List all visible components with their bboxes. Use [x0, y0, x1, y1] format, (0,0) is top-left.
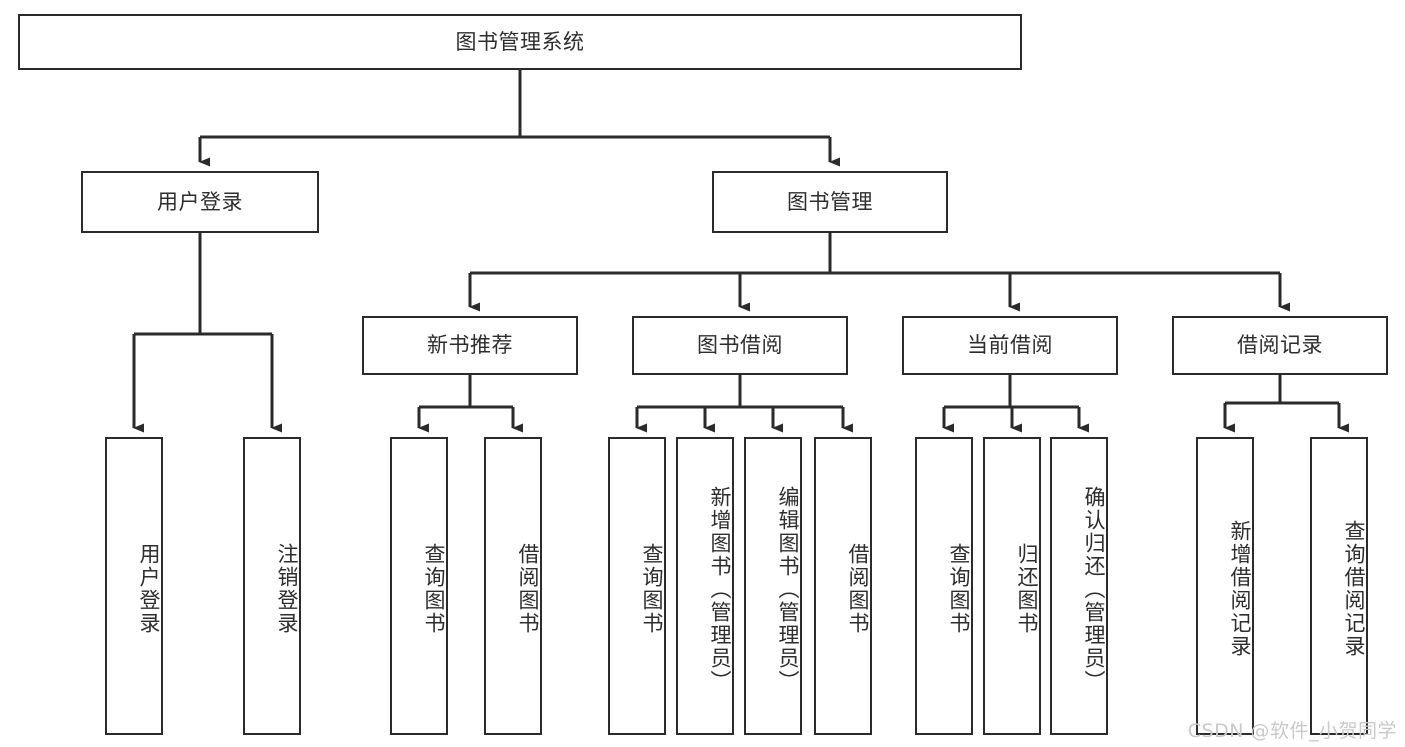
node-user-login-label: 用户登录: [157, 189, 243, 214]
node-leaf-borrow-book-1-label: 借阅图书: [516, 543, 540, 635]
node-new-book-rec[interactable]: 新书推荐: [362, 316, 578, 375]
node-book-manage-label: 图书管理: [787, 189, 873, 214]
node-leaf-user-login-label: 用户登录: [137, 543, 161, 635]
node-leaf-confirm-return[interactable]: 确认归还（管理员）: [1050, 437, 1108, 735]
node-leaf-query-record[interactable]: 查询借阅记录: [1310, 437, 1368, 735]
node-leaf-edit-book-label: 编辑图书（管理员）: [776, 485, 800, 693]
node-root-label: 图书管理系统: [455, 29, 585, 54]
node-leaf-add-record-label: 新增借阅记录: [1228, 520, 1252, 658]
node-book-borrow-label: 图书借阅: [697, 333, 783, 358]
node-new-book-rec-label: 新书推荐: [427, 333, 513, 358]
node-book-borrow[interactable]: 图书借阅: [632, 316, 848, 375]
node-leaf-add-book[interactable]: 新增图书（管理员）: [676, 437, 734, 735]
node-leaf-user-login[interactable]: 用户登录: [105, 437, 163, 735]
node-leaf-borrow-book-1[interactable]: 借阅图书: [484, 437, 542, 735]
node-leaf-query-book-1-label: 查询图书: [422, 543, 446, 635]
node-current-borrow[interactable]: 当前借阅: [902, 316, 1118, 375]
node-leaf-query-book-2-label: 查询图书: [640, 543, 664, 635]
node-leaf-borrow-book-2[interactable]: 借阅图书: [814, 437, 872, 735]
node-current-borrow-label: 当前借阅: [967, 333, 1053, 358]
node-leaf-add-book-label: 新增图书（管理员）: [708, 485, 732, 693]
node-borrow-record[interactable]: 借阅记录: [1172, 316, 1388, 375]
node-leaf-query-book-3-label: 查询图书: [947, 543, 971, 635]
node-leaf-edit-book[interactable]: 编辑图书（管理员）: [744, 437, 802, 735]
node-leaf-add-record[interactable]: 新增借阅记录: [1196, 437, 1254, 735]
node-leaf-query-book-1[interactable]: 查询图书: [390, 437, 448, 735]
node-leaf-confirm-return-label: 确认归还（管理员）: [1082, 485, 1106, 693]
watermark: CSDN @软件_小贺同学: [1187, 720, 1397, 742]
node-root[interactable]: 图书管理系统: [18, 14, 1022, 70]
node-leaf-return-book-label: 归还图书: [1015, 543, 1039, 635]
node-borrow-record-label: 借阅记录: [1237, 333, 1323, 358]
node-leaf-logout-label: 注销登录: [275, 543, 299, 635]
node-leaf-query-book-3[interactable]: 查询图书: [915, 437, 973, 735]
node-leaf-query-book-2[interactable]: 查询图书: [608, 437, 666, 735]
node-leaf-logout[interactable]: 注销登录: [243, 437, 301, 735]
node-leaf-return-book[interactable]: 归还图书: [983, 437, 1041, 735]
node-leaf-borrow-book-2-label: 借阅图书: [846, 543, 870, 635]
node-user-login[interactable]: 用户登录: [81, 171, 319, 233]
node-leaf-query-record-label: 查询借阅记录: [1342, 520, 1366, 658]
node-book-manage[interactable]: 图书管理: [712, 171, 948, 233]
